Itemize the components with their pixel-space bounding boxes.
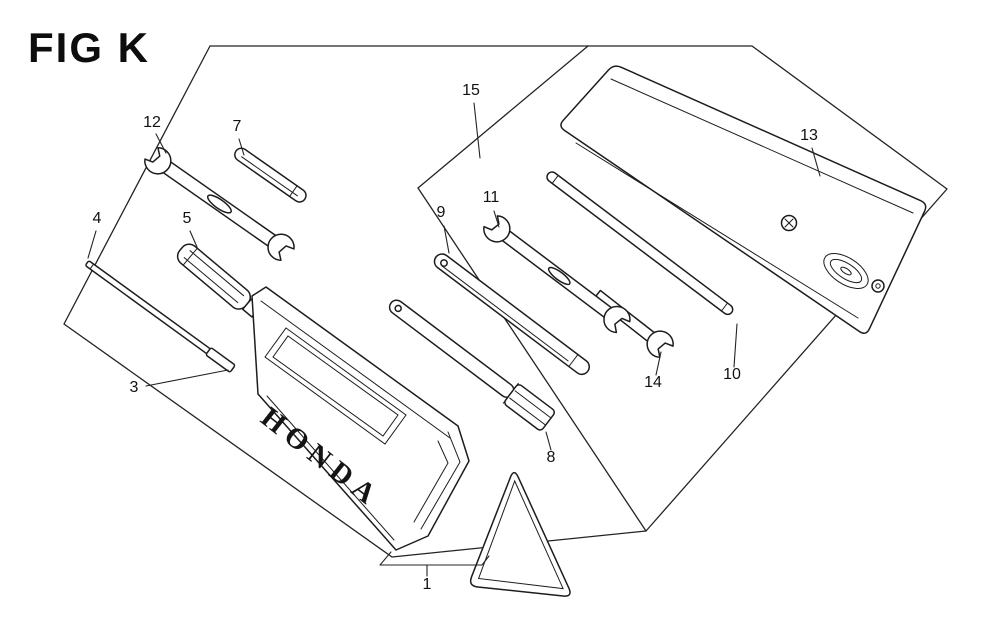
screwdriver-blade [85,260,236,373]
leader-line-9 [443,225,450,254]
part-label-5: 5 [183,210,192,227]
part-label-7: 7 [233,118,242,135]
tommy-bar [546,171,734,316]
diagram-boundary [63,45,948,558]
part-label-11: 11 [483,189,500,206]
part-label-3: 3 [130,379,139,396]
leader-line-11 [493,210,500,228]
case-top-inner-line [260,300,451,439]
triangle-pouch-piece [469,471,571,597]
part-label-12: 12 [143,114,161,131]
pouch-body [560,65,927,334]
leader-line-5 [189,230,198,248]
case-bottom-inner-line [266,395,395,541]
case-end-folds [413,431,461,530]
leader-line-4 [87,230,97,259]
leader-line-3 [145,369,229,387]
part-label-4: 4 [93,210,102,227]
leader-line-1 [379,551,490,577]
tire-lever [234,147,307,203]
tool-pouch [560,65,927,334]
pouch-emblem [823,253,869,289]
tool-case: HONDA [251,286,470,551]
part-labels: 12 7 4 5 3 15 9 11 13 10 14 8 1 [93,82,818,593]
case-window-inner [272,335,399,437]
leader-line-7 [238,138,245,156]
part-label-13: 13 [800,127,818,144]
part-label-15: 15 [462,82,480,99]
open-end-wrench-double [483,215,631,334]
leader-line-10 [733,323,738,368]
plug-socket-wrench [388,299,556,431]
pouch-snap-fastener [780,214,798,232]
leader-lines [87,102,821,577]
figure-title: FIG K [28,24,150,71]
open-end-wrench-top [144,147,295,261]
leader-line-8 [545,431,552,451]
pouch-flap-line [575,142,859,319]
open-end-wrench-small [592,289,674,358]
leader-line-15 [473,102,481,159]
part-label-14: 14 [644,374,662,391]
plug-wrench-tube [433,253,591,376]
part-label-9: 9 [437,204,446,221]
case-window-outer [264,327,407,445]
leader-line-12 [155,133,167,154]
part-label-10: 10 [723,366,741,383]
pouch-snap-stud [871,279,885,293]
leader-line-14 [655,351,662,376]
case-body [251,286,470,551]
boundary-inner-edge [417,45,647,532]
leader-line-13 [811,147,821,177]
part-label-1: 1 [423,576,432,593]
part-label-8: 8 [547,449,556,466]
pouch-top-edge-line [610,78,914,214]
